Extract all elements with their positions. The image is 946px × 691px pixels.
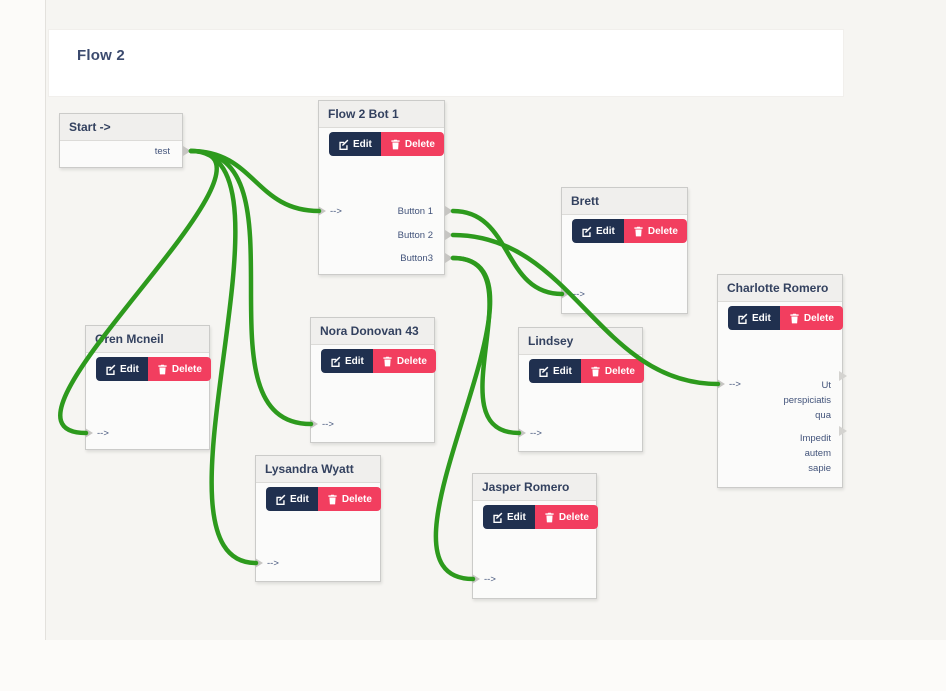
delete-button[interactable]: Delete — [779, 306, 843, 330]
output-port-label: Ut perspiciatis qua — [783, 380, 831, 421]
trash-icon — [790, 313, 799, 323]
input-port-arrow-icon[interactable] — [518, 428, 526, 438]
node-title: Lysandra Wyatt — [256, 456, 380, 483]
input-port-arrow-icon[interactable] — [255, 558, 263, 568]
input-port-arrow-icon[interactable] — [561, 289, 569, 299]
edit-button[interactable]: Edit — [572, 219, 624, 243]
edit-button[interactable]: Edit — [266, 487, 318, 511]
delete-button[interactable]: Delete — [380, 132, 444, 156]
edit-icon — [106, 364, 116, 375]
edit-button[interactable]: Edit — [728, 306, 780, 330]
trash-icon — [591, 366, 600, 376]
edit-icon — [339, 139, 349, 150]
flow-node-charlotte[interactable]: Charlotte Romero Edit Delete --> Ut pers… — [717, 274, 847, 488]
node-actions: Edit Delete — [96, 357, 211, 381]
input-port-label: --> — [97, 428, 109, 439]
node-title: Jasper Romero — [473, 474, 596, 501]
trash-icon — [328, 494, 337, 504]
output-port-label: Button 2 — [397, 230, 433, 241]
output-port-label: test — [154, 146, 170, 157]
edit-icon — [738, 313, 748, 324]
output-port-label: Impedit autem sapie — [799, 433, 831, 474]
input-port-label: --> — [330, 206, 342, 217]
flow-node-start[interactable]: Start -> test — [59, 113, 191, 168]
trash-icon — [158, 364, 167, 374]
edit-button[interactable]: Edit — [483, 505, 535, 529]
flow-node-oren[interactable]: Oren Mcneil Edit Delete --> — [85, 325, 211, 450]
page-title: Flow 2 — [77, 47, 125, 64]
output-port-arrow-icon[interactable] — [183, 146, 191, 156]
output-port-arrow-icon[interactable] — [445, 206, 453, 216]
flow-node-nora[interactable]: Nora Donovan 43 Edit Delete --> — [310, 317, 436, 443]
input-port-arrow-icon[interactable] — [310, 419, 318, 429]
input-port-label: --> — [484, 574, 496, 585]
node-title: Charlotte Romero — [718, 275, 842, 302]
node-actions: Edit Delete — [572, 219, 687, 243]
flow-title-card: Flow 2 — [48, 29, 844, 97]
node-title: Flow 2 Bot 1 — [319, 101, 444, 128]
input-port-label: --> — [267, 558, 279, 569]
node-actions: Edit Delete — [266, 487, 381, 511]
output-port-arrow-icon[interactable] — [839, 371, 847, 381]
delete-button[interactable]: Delete — [147, 357, 211, 381]
trash-icon — [383, 356, 392, 366]
trash-icon — [391, 139, 400, 149]
input-port-label: --> — [573, 289, 585, 300]
input-port-label: --> — [729, 379, 741, 390]
edit-icon — [331, 356, 341, 367]
input-port-arrow-icon[interactable] — [85, 428, 93, 438]
output-port-arrow-icon[interactable] — [445, 230, 453, 240]
node-actions: Edit Delete — [321, 349, 436, 373]
node-actions: Edit Delete — [483, 505, 598, 529]
flow-node-lysandra[interactable]: Lysandra Wyatt Edit Delete --> — [255, 455, 381, 582]
node-title: Brett — [562, 188, 687, 215]
edit-icon — [539, 366, 549, 377]
edit-button[interactable]: Edit — [96, 357, 148, 381]
delete-button[interactable]: Delete — [623, 219, 687, 243]
output-port-label: Button 1 — [397, 206, 433, 217]
edit-icon — [276, 494, 286, 505]
flow-node-brett[interactable]: Brett Edit Delete --> — [561, 187, 688, 314]
delete-button[interactable]: Delete — [534, 505, 598, 529]
input-port-arrow-icon[interactable] — [472, 574, 480, 584]
flow-node-jasper[interactable]: Jasper Romero Edit Delete --> — [472, 473, 598, 599]
trash-icon — [545, 512, 554, 522]
edit-button[interactable]: Edit — [529, 359, 581, 383]
delete-button[interactable]: Delete — [317, 487, 381, 511]
output-port-arrow-icon[interactable] — [839, 426, 847, 436]
flow-node-bot1[interactable]: Flow 2 Bot 1 Edit Delete --> Button 1 Bu… — [318, 100, 453, 275]
delete-button[interactable]: Delete — [580, 359, 644, 383]
output-port-label: Button3 — [400, 253, 433, 264]
edit-icon — [582, 226, 592, 237]
delete-button[interactable]: Delete — [372, 349, 436, 373]
output-port-arrow-icon[interactable] — [445, 253, 453, 263]
node-title: Start -> — [60, 114, 182, 141]
input-port-label: --> — [322, 419, 334, 430]
edit-icon — [493, 512, 503, 523]
input-port-arrow-icon[interactable] — [318, 206, 326, 216]
node-title: Oren Mcneil — [86, 326, 209, 353]
flow-node-lindsey[interactable]: Lindsey Edit Delete --> — [518, 327, 644, 452]
edit-button[interactable]: Edit — [321, 349, 373, 373]
node-title: Nora Donovan 43 — [311, 318, 434, 345]
edit-button[interactable]: Edit — [329, 132, 381, 156]
input-port-arrow-icon[interactable] — [717, 379, 725, 389]
node-title: Lindsey — [519, 328, 642, 355]
node-actions: Edit Delete — [529, 359, 644, 383]
input-port-label: --> — [530, 428, 542, 439]
node-actions: Edit Delete — [728, 306, 843, 330]
trash-icon — [634, 226, 643, 236]
node-actions: Edit Delete — [329, 132, 444, 156]
